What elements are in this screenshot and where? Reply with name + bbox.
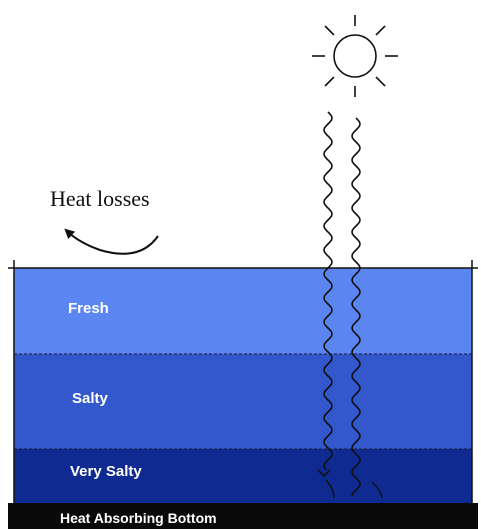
very-salty-layer (14, 449, 472, 504)
heat-losses-label: Heat losses (50, 186, 150, 211)
reflected-ray-1 (325, 479, 335, 499)
sun-ray-left (323, 111, 333, 471)
sun-icon (312, 15, 398, 97)
fresh-label: Fresh (68, 300, 109, 317)
salty-label: Salty (72, 390, 108, 407)
sun-ray-left-arrowhead (317, 469, 331, 478)
heat-absorbing-bottom (8, 503, 478, 529)
heat-loss-arrow-icon (64, 228, 159, 255)
sun-ray-right (351, 117, 361, 497)
bottom-label: Heat Absorbing Bottom (60, 510, 217, 526)
very-salty-label: Very Salty (70, 463, 142, 480)
sun-rays (317, 111, 383, 499)
pond-wall (8, 260, 478, 505)
fresh-layer (14, 268, 472, 354)
reflected-ray-2 (371, 481, 383, 499)
salty-layer (14, 354, 472, 449)
